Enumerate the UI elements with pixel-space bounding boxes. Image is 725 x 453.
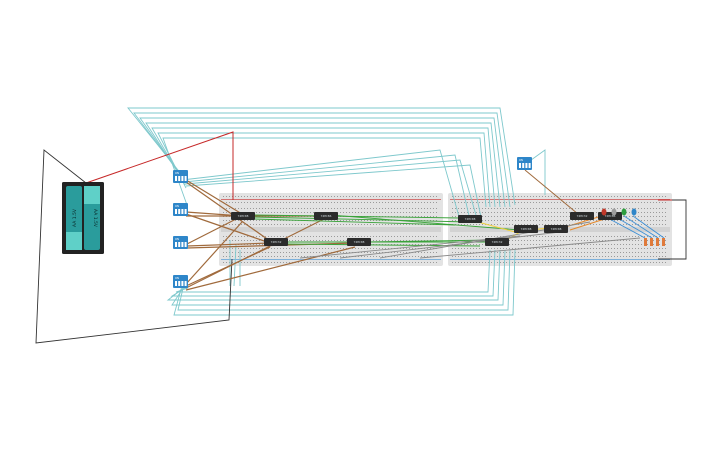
dip-switch-label: ON <box>175 237 179 241</box>
battery-cell-2-label: AA 1.5V <box>92 209 98 228</box>
dip-switch-2[interactable]: ON <box>173 203 188 216</box>
led-2[interactable] <box>611 208 617 216</box>
ic-chip-9[interactable]: 74HC32 <box>570 212 594 220</box>
led-4[interactable] <box>631 208 637 216</box>
dip-switch-5[interactable]: ON <box>517 157 532 170</box>
ic-chip-10[interactable]: 74HC86 <box>598 212 622 220</box>
led-3[interactable] <box>621 208 627 216</box>
ic-chip-label: 74HC32 <box>271 240 282 244</box>
ic-chip-label: 74HC08 <box>354 240 365 244</box>
ic-chip-2[interactable]: 74HC32 <box>264 238 288 246</box>
power-wire[interactable] <box>85 131 686 201</box>
dip-switch-3[interactable]: ON <box>173 236 188 249</box>
ic-chip-label: 74HC08 <box>238 214 249 218</box>
ic-chip-7[interactable]: 74HC08 <box>514 225 538 233</box>
dip-switch-label: ON <box>175 276 179 280</box>
ic-chip-1[interactable]: 74HC08 <box>231 212 255 220</box>
ic-chip-6[interactable]: 74HC32 <box>485 238 509 246</box>
ground-wire[interactable] <box>35 149 687 344</box>
signal-wire-loops[interactable] <box>127 107 546 316</box>
breadboard-left-holes <box>223 196 437 263</box>
ic-chip-5[interactable]: 74HC08 <box>458 215 482 223</box>
ic-chip-3[interactable]: 74HC86 <box>314 212 338 220</box>
ic-chip-label: 74HC86 <box>605 214 616 218</box>
dip-switch-label: ON <box>175 204 179 208</box>
breadboard-left[interactable] <box>219 193 443 266</box>
brown-switch-wire-right[interactable] <box>524 169 579 215</box>
ic-chip-label: 74HC32 <box>577 214 588 218</box>
ic-chips: 74HC08 74HC32 74HC86 74HC08 74HC08 74HC32 74HC… <box>231 212 622 246</box>
dip-switch-label: ON <box>519 158 523 162</box>
ic-chip-label: 74HC86 <box>321 214 332 218</box>
led-1[interactable] <box>601 208 607 216</box>
resistors[interactable] <box>644 238 665 246</box>
ic-chip-4[interactable]: 74HC08 <box>347 238 371 246</box>
dip-switch-1[interactable]: ON <box>173 170 188 183</box>
ic-chip-label: 74HC08 <box>521 227 532 231</box>
dip-switch-4[interactable]: ON <box>173 275 188 288</box>
ic-chip-8[interactable]: 74HC08 <box>544 225 568 233</box>
ic-chip-label: 74HC32 <box>492 240 503 244</box>
leds <box>601 208 637 216</box>
ic-chip-label: 74HC08 <box>465 217 476 221</box>
battery-cell-1-label: AA 1.5V <box>72 208 78 227</box>
battery-pack[interactable]: AA 1.5V AA 1.5V <box>62 182 104 254</box>
ic-chip-label: 74HC08 <box>551 227 562 231</box>
dip-switch-label: ON <box>175 171 179 175</box>
dip-switches: ON ON ON ON ON <box>173 157 532 288</box>
